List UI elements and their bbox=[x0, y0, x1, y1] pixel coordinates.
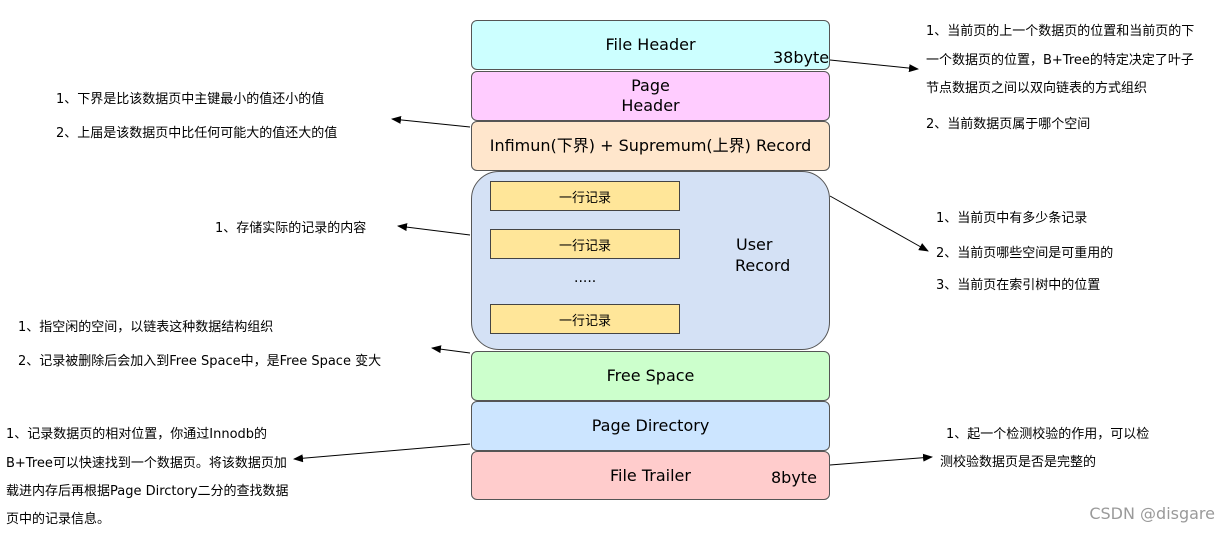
page-header-box: Page Header bbox=[471, 71, 830, 121]
free-space-note-line: 2、记录被删除后会加入到Free Space中，是Free Space 变大 bbox=[18, 354, 382, 369]
record-row-label: 一行记录 bbox=[558, 313, 611, 329]
infimum-note-line: 2、上届是该数据页中比任何可能大的值还大的值 bbox=[56, 126, 338, 141]
record-row-label: 一行记录 bbox=[558, 238, 611, 254]
free-space-label: Free Space bbox=[606, 366, 695, 385]
page-directory-note-line: B+Tree可以快速找到一个数据页。将该数据页加 bbox=[6, 456, 287, 471]
record-ellipsis: ..... bbox=[574, 270, 597, 286]
file-header-note-line: 2、当前数据页属于哪个空间 bbox=[926, 117, 1091, 132]
watermark: CSDN @disgare bbox=[1089, 504, 1215, 523]
page-directory-note-line: 载进内存后再根据Page Dirctory二分的查找数据 bbox=[6, 484, 289, 499]
page-directory-note-line: 页中的记录信息。 bbox=[6, 512, 111, 527]
file-trailer-label: File Trailer bbox=[610, 465, 691, 485]
file-trailer-size: 8byte bbox=[771, 468, 817, 487]
arrow-user-record-note bbox=[397, 223, 471, 236]
arrow-free-space-note bbox=[431, 345, 471, 354]
file-trailer-note-line: 测校验数据页是否是完整的 bbox=[940, 455, 1097, 470]
file-header-label: File Header bbox=[605, 35, 696, 54]
arrow-page-directory-note bbox=[293, 443, 471, 463]
file-header-note-line: 1、当前页的上一个数据页的位置和当前页的下 bbox=[926, 24, 1195, 39]
arrow-file-trailer-note bbox=[829, 453, 933, 466]
user-record-label-line1: User bbox=[736, 235, 773, 254]
record-row: 一行记录 bbox=[490, 229, 680, 259]
file-trailer-note-line: 1、起一个检测校验的作用，可以检 bbox=[946, 427, 1150, 442]
record-row-label: 一行记录 bbox=[558, 190, 611, 206]
user-record-note-line: 1、存储实际的记录的内容 bbox=[215, 221, 367, 236]
file-header-size: 38byte bbox=[773, 48, 830, 67]
record-row: 一行记录 bbox=[490, 304, 680, 334]
page-directory-label: Page Directory bbox=[591, 416, 710, 435]
free-space-note-line: 1、指空闲的空间，以链表这种数据结构组织 bbox=[18, 320, 274, 335]
free-space-box: Free Space bbox=[471, 351, 830, 401]
user-record-label-line2: Record bbox=[735, 256, 791, 275]
page-header-note-line: 3、当前页在索引树中的位置 bbox=[936, 278, 1101, 293]
infimum-note-line: 1、下界是比该数据页中主键最小的值还小的值 bbox=[56, 92, 325, 107]
file-header-box: File Header bbox=[471, 20, 830, 70]
record-row: 一行记录 bbox=[490, 181, 680, 211]
page-directory-note-line: 1、记录数据页的相对位置，你通过Innodb的 bbox=[6, 427, 268, 442]
infimum-supremum-label: Infimun(下界) + Supremum(上界) Record bbox=[489, 136, 812, 155]
file-header-note-line: 节点数据页之间以双向链表的方式组织 bbox=[926, 81, 1148, 96]
file-header-note-line: 一个数据页的位置，B+Tree的特定决定了叶子 bbox=[926, 53, 1194, 68]
infimum-supremum-box: Infimun(下界) + Supremum(上界) Record bbox=[471, 121, 830, 171]
file-trailer-box: File Trailer bbox=[471, 451, 830, 500]
page-header-note-line: 1、当前页中有多少条记录 bbox=[936, 211, 1088, 226]
page-header-note-line: 2、当前页哪些空间是可重用的 bbox=[936, 246, 1114, 261]
arrow-file-header-note bbox=[829, 59, 919, 73]
page-header-label-line1: Page bbox=[631, 76, 670, 95]
page-header-label-line2: Header bbox=[621, 96, 680, 115]
page-directory-box: Page Directory bbox=[471, 401, 830, 451]
arrow-page-header-note bbox=[829, 195, 929, 252]
arrow-infimum-note bbox=[391, 115, 471, 128]
